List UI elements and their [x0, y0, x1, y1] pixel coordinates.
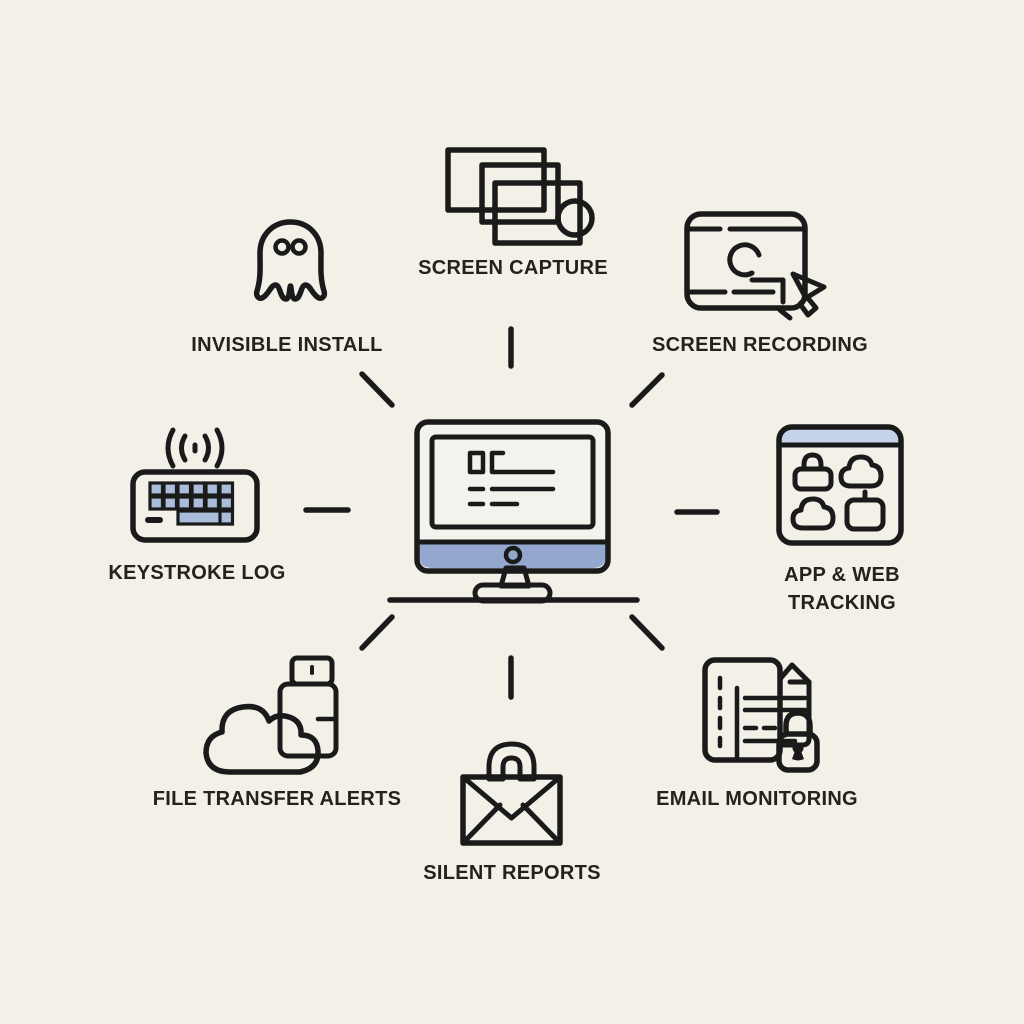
wireless-keyboard-icon [130, 427, 260, 543]
locked-envelope-icon [460, 741, 563, 846]
feature-label-screen-capture: SCREEN CAPTURE [418, 257, 608, 279]
feature-label-invisible-install: INVISIBLE INSTALL [191, 334, 383, 356]
screen-cursor-icon [684, 211, 827, 321]
stacked-screenshots-icon [445, 147, 595, 246]
feature-label-screen-recording: SCREEN RECORDING [652, 334, 868, 356]
feature-label-file-transfer-alerts: FILE TRANSFER ALERTS [152, 788, 402, 810]
usb-cloud-icon [203, 655, 339, 775]
feature-label-silent-reports: SILENT REPORTS [423, 862, 601, 884]
app-grid-window-icon [776, 424, 904, 546]
feature-label-app-web-tracking: APP & WEB TRACKING [784, 564, 900, 614]
feature-label-email-monitoring: EMAIL MONITORING [656, 788, 858, 810]
feature-label-keystroke-log: KEYSTROKE LOG [108, 562, 286, 584]
desktop-monitor-icon [414, 419, 611, 604]
ghost-icon [253, 219, 328, 302]
document-lock-icon [702, 657, 820, 773]
